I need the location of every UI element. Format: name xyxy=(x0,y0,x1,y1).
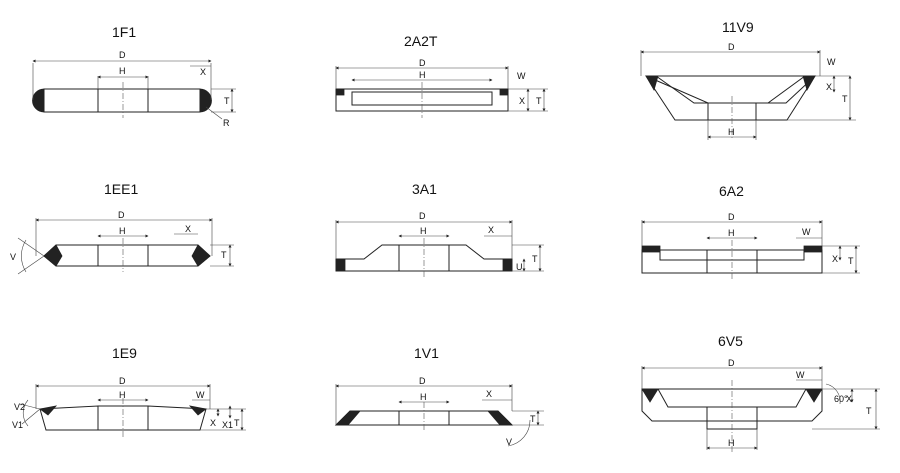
label-h: H xyxy=(119,66,126,76)
label-d: D xyxy=(728,212,735,222)
label-h: H xyxy=(728,438,735,448)
label-w: W xyxy=(827,57,836,67)
label-h: H xyxy=(728,228,735,238)
abrasive-right xyxy=(499,88,509,96)
label-d: D xyxy=(119,50,126,60)
abrasive-right xyxy=(191,244,211,267)
label-v1: V1 xyxy=(12,420,23,430)
abrasive-right xyxy=(487,410,513,426)
diagram-title: 6A2 xyxy=(719,183,744,199)
label-t: T xyxy=(536,96,542,106)
label-t: T xyxy=(221,250,227,260)
angle-arc xyxy=(507,419,531,447)
diagram-title: 1EE1 xyxy=(104,181,138,197)
label-h: H xyxy=(728,127,735,137)
label-u: U xyxy=(516,262,523,272)
wheel-body-right xyxy=(147,88,201,113)
diagram-6v5: 6V5 D W 60° X T H xyxy=(641,333,880,452)
label-d: D xyxy=(419,376,426,386)
label-x: X xyxy=(185,224,191,234)
abrasive-left xyxy=(641,388,659,403)
label-t: T xyxy=(866,406,872,416)
label-angle: 60° xyxy=(834,394,848,404)
label-t: T xyxy=(842,94,848,104)
label-t: T xyxy=(848,256,854,266)
label-x: X xyxy=(846,394,852,404)
label-x: X xyxy=(488,225,494,235)
abrasive-left xyxy=(645,75,659,92)
diagram-1f1: 1F1 D H X T R xyxy=(32,24,236,128)
rim-right xyxy=(199,88,212,113)
label-x: X xyxy=(486,389,492,399)
abrasive-right xyxy=(188,405,207,416)
label-d: D xyxy=(728,358,735,368)
abrasive-left xyxy=(335,258,346,272)
angle-arc xyxy=(22,399,29,427)
abrasive-right xyxy=(802,75,816,92)
diagram-1e9: 1E9 D H W X X1 T V1 V2 xyxy=(12,345,246,438)
abrasive-left xyxy=(43,244,63,267)
diagram-title: 1E9 xyxy=(112,345,137,361)
label-w: W xyxy=(196,390,205,400)
diagram-6a2: 6A2 D H W X T xyxy=(641,183,860,280)
wheel-body xyxy=(335,88,509,112)
label-w: W xyxy=(802,227,811,237)
label-t: T xyxy=(234,418,240,428)
label-x: X xyxy=(200,67,206,77)
label-x: X xyxy=(832,254,838,264)
diagram-title: 1V1 xyxy=(414,345,439,361)
rim-left xyxy=(32,88,45,113)
label-t: T xyxy=(532,254,538,264)
label-h: H xyxy=(420,392,427,402)
label-v: V xyxy=(10,252,16,262)
label-w: W xyxy=(517,71,526,81)
cup-recess xyxy=(657,388,807,408)
diagram-title: 6V5 xyxy=(718,333,743,349)
diagram-11v9: 11V9 D W X T H xyxy=(640,19,856,140)
wheel-body-right xyxy=(448,244,513,272)
diagram-2a2t: 2A2T D H W X T xyxy=(335,33,548,118)
label-x: X xyxy=(826,82,832,92)
diagram-title: 1F1 xyxy=(112,24,136,40)
label-t: T xyxy=(224,96,230,106)
label-d: D xyxy=(119,376,126,386)
label-d: D xyxy=(419,211,426,221)
abrasive-right xyxy=(805,388,823,403)
label-v2: V2 xyxy=(14,402,25,412)
abrasive-left xyxy=(335,88,345,96)
abrasive-right xyxy=(502,258,513,272)
diagram-title: 3A1 xyxy=(412,181,437,197)
diagram-title: 2A2T xyxy=(404,33,438,49)
label-d: D xyxy=(728,42,735,52)
label-h: H xyxy=(119,390,126,400)
wheel-body-left xyxy=(43,88,99,113)
label-h: H xyxy=(420,226,427,236)
diagram-1ee1: 1EE1 D H X T V xyxy=(10,181,234,275)
label-t: T xyxy=(530,414,536,424)
label-d: D xyxy=(419,58,426,68)
label-x: X xyxy=(519,96,525,106)
diagram-3a1: 3A1 D H X U T xyxy=(335,181,544,278)
wheel-body-left xyxy=(335,244,400,272)
diagram-title: 11V9 xyxy=(722,19,754,35)
abrasive-left xyxy=(641,245,661,253)
label-h: H xyxy=(119,226,126,236)
cup-inner xyxy=(645,75,817,104)
abrasive-left xyxy=(335,410,361,426)
label-r: R xyxy=(223,118,230,128)
diagram-1v1: 1V1 D H X T V xyxy=(334,345,544,447)
label-x1: X1 xyxy=(222,420,233,430)
label-d: D xyxy=(118,210,125,220)
abrasive-right xyxy=(803,245,823,253)
angle-arc xyxy=(21,239,27,273)
label-x: X xyxy=(210,418,216,428)
label-w: W xyxy=(796,370,805,380)
angle-arc xyxy=(825,383,841,405)
label-v: V xyxy=(506,437,512,447)
label-h: H xyxy=(419,70,426,80)
abrasive-left xyxy=(39,405,58,416)
